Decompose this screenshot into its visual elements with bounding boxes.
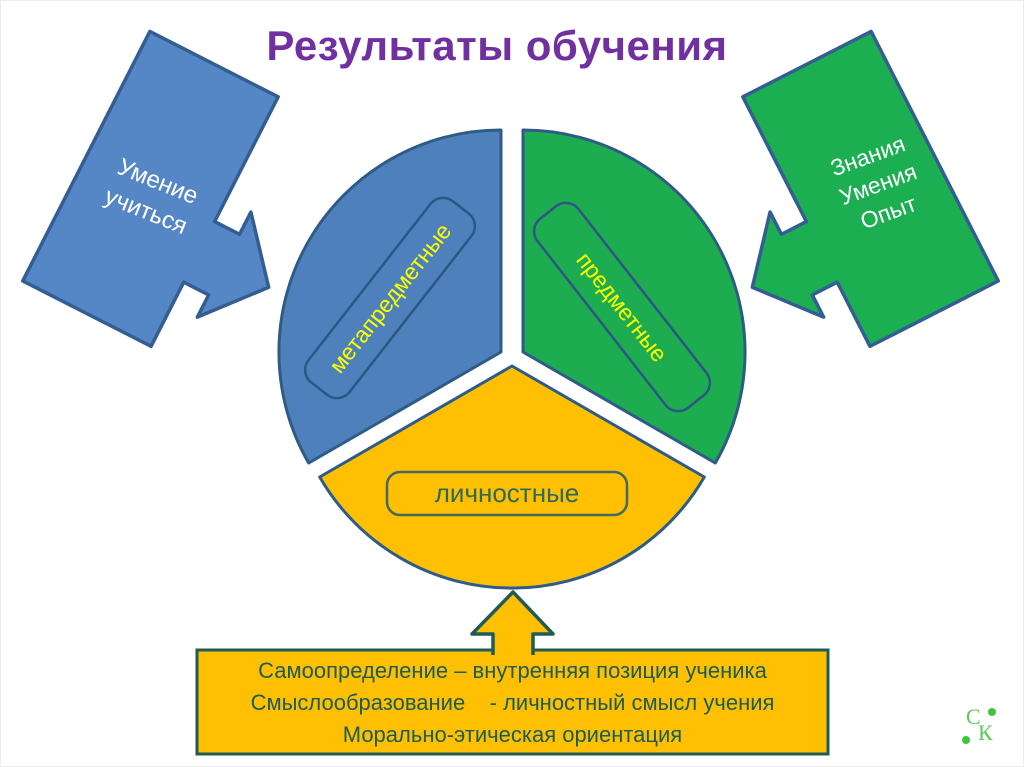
segment-personal-label-text: личностные (435, 478, 579, 508)
left-arrow-shape (20, 29, 280, 349)
logo-letter-k: К (978, 720, 993, 745)
segment-subject (521, 128, 747, 465)
segment-personal (318, 364, 706, 590)
right-arrow-shape (741, 29, 1001, 349)
segment-metasubject (277, 128, 503, 465)
right-arrow-body (741, 29, 1001, 349)
logo-dot-bottom (962, 736, 970, 744)
slide-title: Результаты обучения (266, 22, 728, 69)
callout-text: Самоопределение – внутренняя позиция уче… (197, 655, 828, 751)
logo-dot-top (988, 708, 996, 716)
segment-personal-label-box (385, 470, 629, 517)
callout-line-2: Смыслообразование - личностный смысл уче… (250, 690, 775, 715)
bottom-up-arrow-outline (470, 590, 555, 655)
ck-logo: С К (954, 700, 1012, 756)
callout-line-3: Морально-этическая ориентация (342, 722, 683, 747)
segment-subject-label-box (532, 201, 712, 413)
segment-personal-label: личностные (385, 470, 629, 517)
segment-metasubject-label-box (303, 196, 477, 400)
left-arrow-body (20, 29, 280, 349)
callout-box (195, 648, 830, 756)
logo-letter-c: С (966, 704, 981, 729)
callout-line-1: Самоопределение – внутренняя позиция уче… (258, 658, 767, 683)
